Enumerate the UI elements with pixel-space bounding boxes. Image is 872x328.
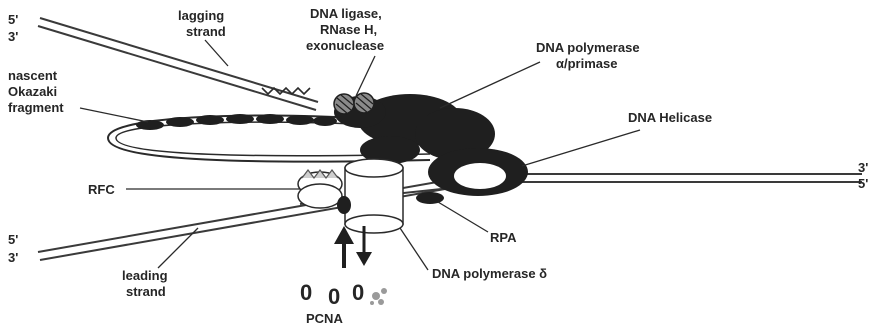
label-pol-delta: DNA polymerase δ — [432, 266, 547, 281]
leader-rpa — [438, 202, 488, 232]
label-leading-strand: leading — [122, 268, 168, 283]
okazaki-fragment-beads — [136, 114, 337, 130]
pcna-ring-1: 0 — [300, 280, 312, 305]
label-leading-5prime: 5' — [8, 232, 18, 247]
label-pol-alpha-2: α/primase — [556, 56, 617, 71]
label-nascent-2: Okazaki — [8, 84, 57, 99]
label-nascent-3: fragment — [8, 100, 64, 115]
pcna-ring-3: 0 — [352, 280, 364, 305]
label-leading-3prime: 3' — [8, 250, 18, 265]
leader-ligase — [356, 56, 375, 96]
leader-pol-alpha — [440, 62, 540, 108]
label-lagging-5prime: 5' — [8, 12, 18, 27]
leader-lagging-strand — [205, 40, 228, 66]
right-parental-duplex — [520, 174, 862, 182]
lagging-parental-strand — [38, 18, 318, 110]
label-lagging-3prime: 3' — [8, 29, 18, 44]
label-helicase: DNA Helicase — [628, 110, 712, 125]
label-pol-alpha: DNA polymerase — [536, 40, 640, 55]
label-leading-strand-2: strand — [126, 284, 166, 299]
label-right-3prime: 3' — [858, 160, 868, 175]
leader-nascent — [80, 108, 148, 122]
dna-helicase — [428, 148, 528, 196]
label-lagging-strand-2: strand — [186, 24, 226, 39]
label-ligase: DNA ligase, — [310, 6, 382, 21]
label-rpa: RPA — [490, 230, 517, 245]
pcna-clamp-on-dna — [337, 196, 351, 214]
label-right-5prime: 5' — [858, 176, 868, 191]
pcna-ring-2: 0 — [328, 284, 340, 309]
up-arrow-icon — [334, 226, 354, 268]
label-nascent: nascent — [8, 68, 58, 83]
leader-helicase — [522, 130, 640, 166]
label-pcna: PCNA — [306, 311, 343, 326]
rpa-protein — [416, 192, 444, 204]
label-ligase-2: RNase H, — [320, 22, 377, 37]
dna-polymerase-delta — [345, 159, 403, 233]
label-rfc: RFC — [88, 182, 115, 197]
label-ligase-3: exonuclease — [306, 38, 384, 53]
leader-pol-delta — [400, 228, 428, 270]
leader-leading-strand — [158, 228, 198, 268]
label-lagging-strand: lagging — [178, 8, 224, 23]
rfc-complex — [298, 170, 342, 208]
pcna-subunits-speckle — [370, 288, 387, 305]
